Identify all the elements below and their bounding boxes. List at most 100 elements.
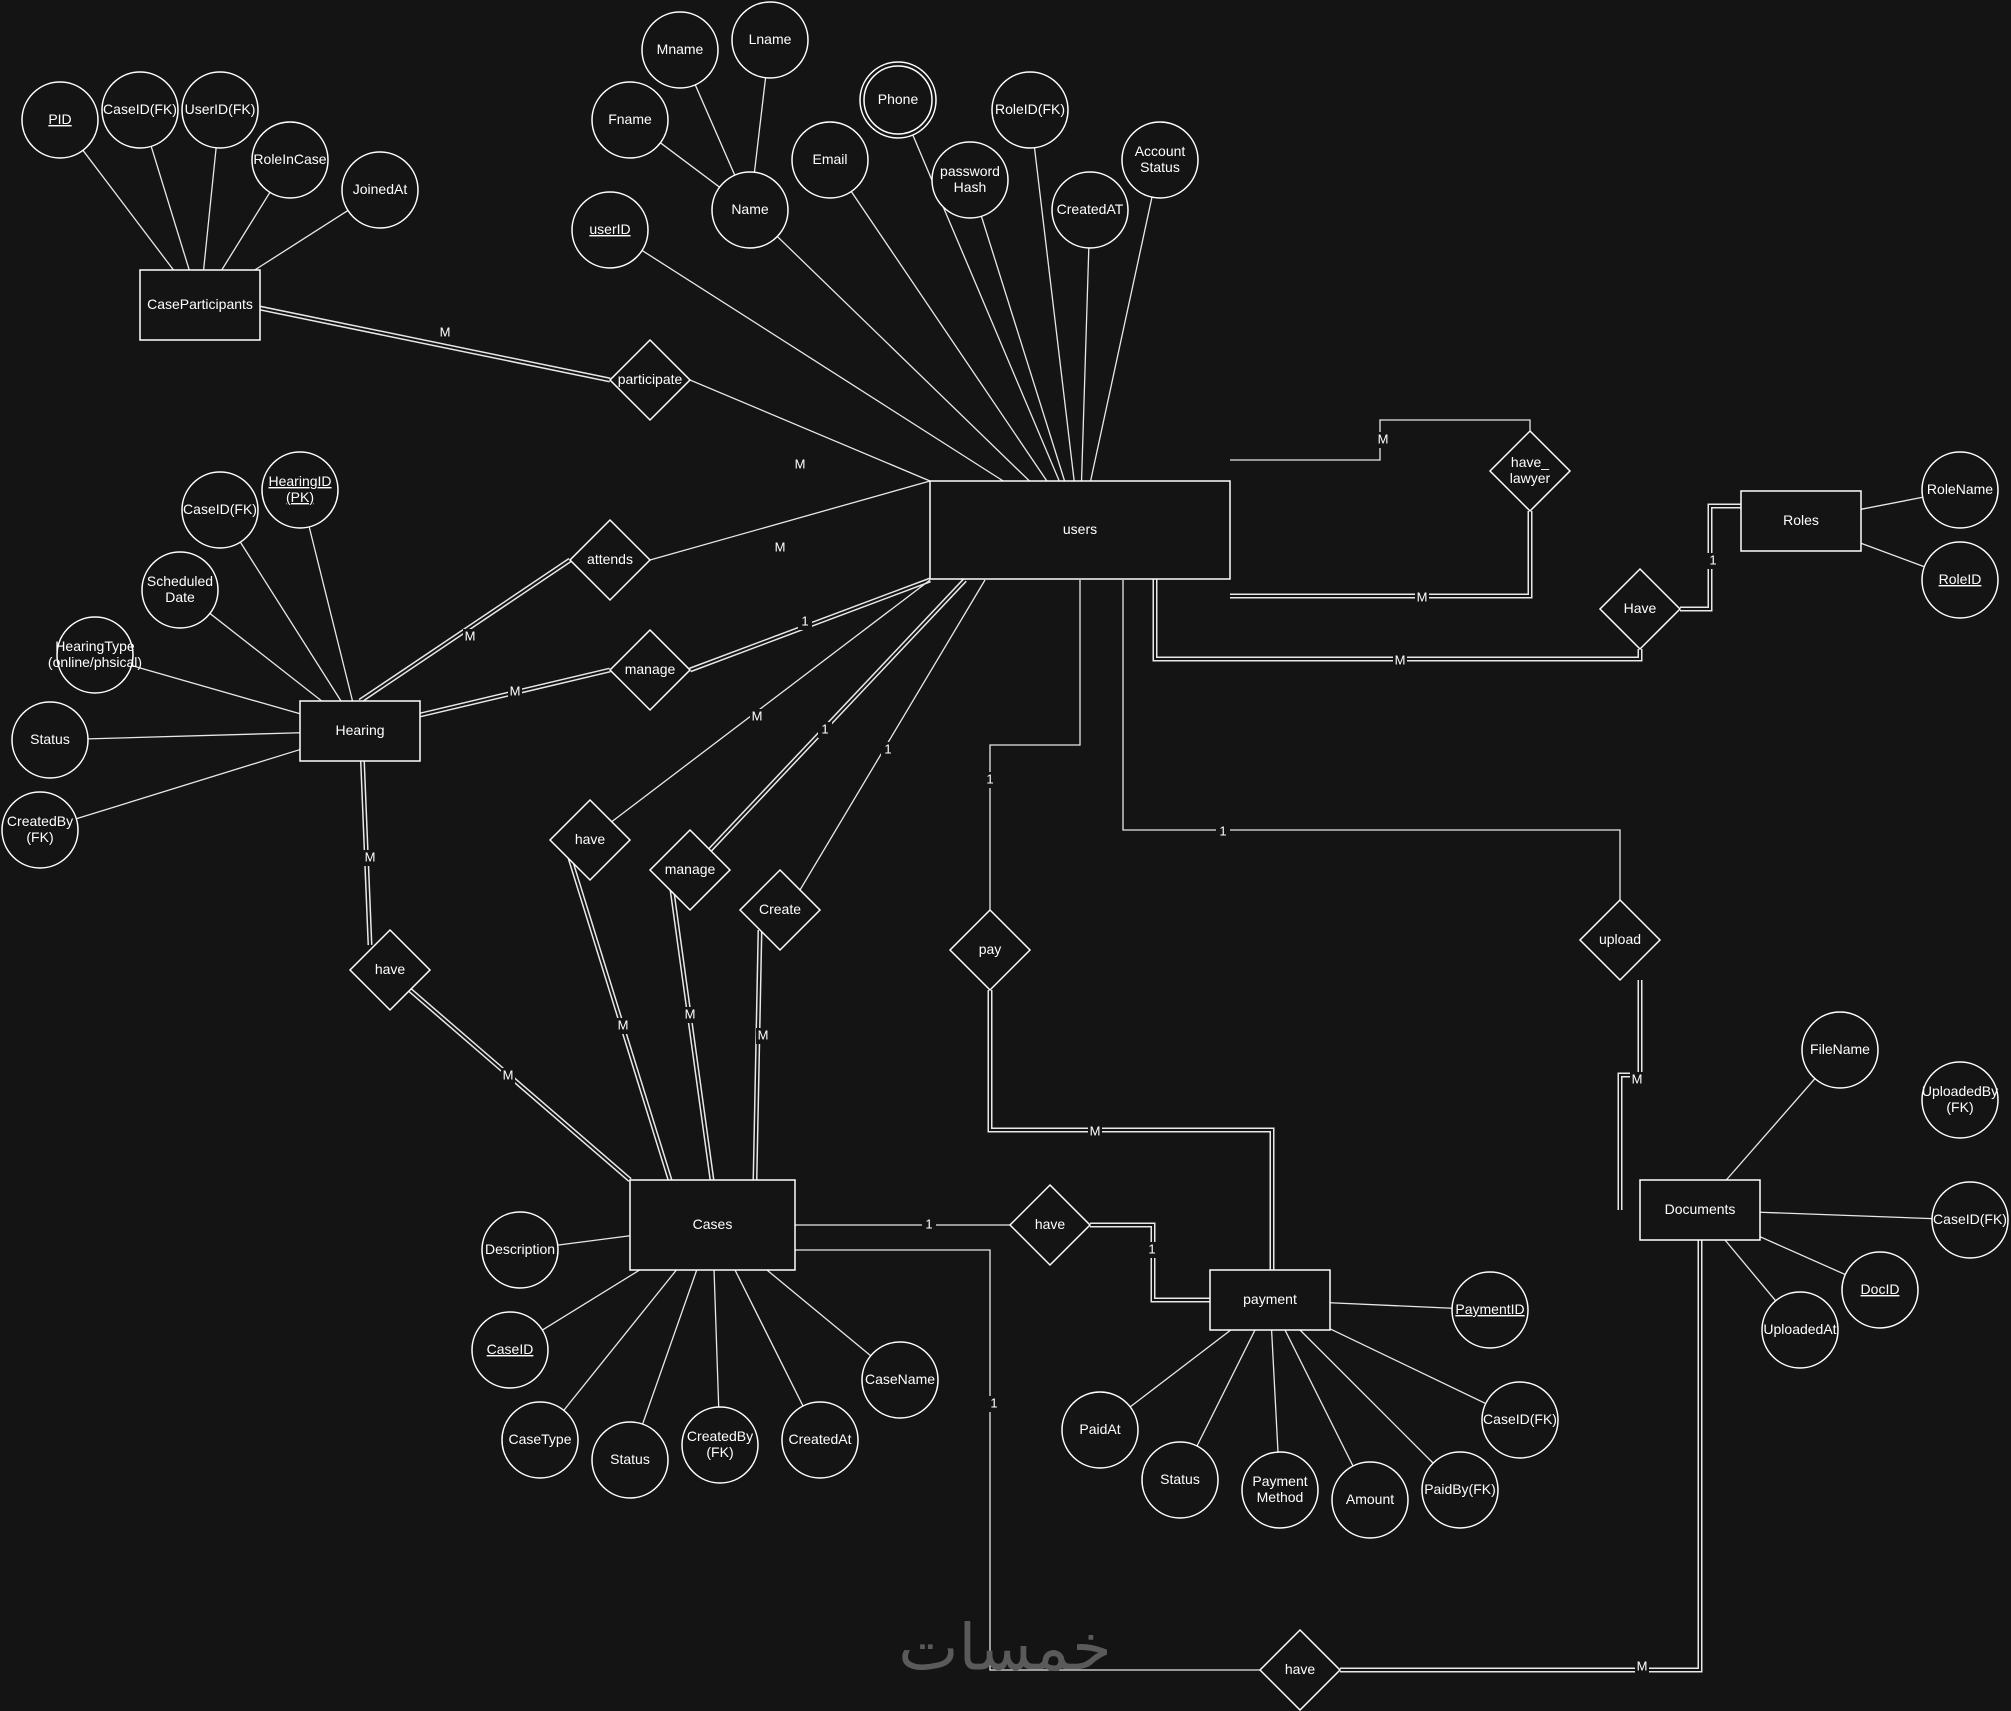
relationship-label: pay <box>979 941 1002 957</box>
attribute-label: userID <box>589 221 630 237</box>
relationship-connector <box>799 579 986 891</box>
relationship-label: manage <box>625 661 676 677</box>
relationship-label: participate <box>618 371 683 387</box>
attribute-d_caseid[interactable]: CaseID(FK) <box>1931 1181 2009 1259</box>
entity-label: Cases <box>693 1216 733 1232</box>
relationship-participate[interactable]: participate <box>608 338 692 422</box>
attribute-label: Status <box>30 731 70 747</box>
relationship-create[interactable]: Create <box>738 868 822 952</box>
attribute-c_status[interactable]: Status <box>591 1421 669 1499</box>
attribute-cp_caseid[interactable]: CaseID(FK) <box>101 71 179 149</box>
entity-users[interactable]: users <box>929 480 1231 580</box>
entity-hearing[interactable]: Hearing <box>299 700 421 762</box>
relationship-manage_cases[interactable]: manage <box>648 828 732 912</box>
attribute-paidat[interactable]: PaidAt <box>1061 1391 1139 1469</box>
attribute-u_createdat[interactable]: CreatedAT <box>1051 171 1129 249</box>
attribute-fname[interactable]: Fname <box>591 81 669 159</box>
attribute-casetype[interactable]: CaseType <box>501 1401 579 1479</box>
cardinality-label: M <box>1378 431 1389 446</box>
attribute-connector <box>541 1269 640 1331</box>
attribute-connector <box>1329 1328 1487 1405</box>
relationship-pay[interactable]: pay <box>948 908 1032 992</box>
attribute-pid[interactable]: PID <box>21 81 99 159</box>
attribute-connector <box>1129 1329 1232 1408</box>
relationship-have_cases_user[interactable]: have <box>548 798 632 882</box>
attribute-name[interactable]: Name <box>711 171 789 249</box>
relationship-manage_hearing[interactable]: manage <box>608 628 692 712</box>
cardinality-label: 1 <box>1709 552 1716 567</box>
attribute-connector <box>734 1269 804 1407</box>
attribute-filename[interactable]: FileName <box>1801 1011 1879 1089</box>
attribute-connector <box>1329 1302 1453 1309</box>
cardinality-label: 1 <box>801 613 808 628</box>
attribute-c_createdat[interactable]: CreatedAt <box>781 1401 859 1479</box>
attribute-connector <box>1196 1329 1256 1447</box>
total-participation-connector <box>1152 579 1643 662</box>
attribute-roleincase[interactable]: RoleInCase <box>251 121 329 199</box>
relationship-have_cases_docs[interactable]: have <box>1258 1628 1342 1711</box>
attribute-label: CreatedBy(FK) <box>7 813 73 845</box>
entity-caseparticipants[interactable]: CaseParticipants <box>139 269 261 341</box>
attribute-hearingtype[interactable]: HearingType(online/phsical) <box>48 616 142 694</box>
attribute-u_roleid[interactable]: RoleID(FK) <box>991 71 1069 149</box>
attribute-phone[interactable]: Phone <box>859 61 937 139</box>
attribute-roleid[interactable]: RoleID <box>1921 541 1999 619</box>
attribute-description[interactable]: Description <box>481 1211 559 1289</box>
attribute-connector <box>1284 1329 1354 1467</box>
attribute-caseid[interactable]: CaseID <box>471 1311 549 1389</box>
relationship-have_hearing_cases[interactable]: have <box>348 928 432 1012</box>
cardinality-label: 1 <box>990 1395 997 1410</box>
attribute-connector <box>1299 1329 1434 1464</box>
attribute-connector <box>850 191 1048 482</box>
relationship-label: have <box>375 961 406 977</box>
relationship-label: manage <box>665 861 716 877</box>
attribute-email[interactable]: Email <box>791 121 869 199</box>
attribute-connector <box>308 526 354 702</box>
attribute-label: CaseID(FK) <box>1483 1411 1557 1427</box>
attribute-mname[interactable]: Mname <box>641 11 719 89</box>
entity-cases[interactable]: Cases <box>629 1179 796 1271</box>
attribute-lname[interactable]: Lname <box>731 1 809 79</box>
attribute-uploadedat[interactable]: UploadedAt <box>1761 1291 1839 1369</box>
entity-payment[interactable]: payment <box>1209 1269 1331 1331</box>
attribute-connector <box>221 191 271 271</box>
attribute-h_status[interactable]: Status <box>11 701 89 779</box>
attribute-connector <box>1270 1329 1279 1453</box>
relationship-connector <box>1230 419 1531 461</box>
attribute-joinedat[interactable]: JoinedAt <box>341 151 419 229</box>
attribute-h_createdby[interactable]: CreatedBy(FK) <box>1 791 79 869</box>
attribute-p_status[interactable]: Status <box>1141 1441 1219 1519</box>
attribute-uploadedby[interactable]: UploadedBy(FK) <box>1921 1061 1999 1139</box>
attribute-connector <box>1033 147 1075 482</box>
relationship-upload[interactable]: upload <box>1578 898 1662 982</box>
attribute-connector <box>131 664 301 715</box>
relationship-have_lawyer[interactable]: have_lawyer <box>1488 429 1572 513</box>
attribute-userid[interactable]: userID <box>571 191 649 269</box>
attribute-p_caseid[interactable]: CaseID(FK) <box>1481 1381 1559 1459</box>
relationship-have_cases_payment[interactable]: have <box>1008 1183 1092 1267</box>
relationship-attends[interactable]: attends <box>568 518 652 602</box>
attribute-hearingid[interactable]: HearingID(PK) <box>261 451 339 529</box>
attribute-casename[interactable]: CaseName <box>861 1341 939 1419</box>
attribute-c_createdby[interactable]: CreatedBy(FK) <box>681 1406 759 1484</box>
attribute-label: Lname <box>749 31 792 47</box>
entity-roles[interactable]: Roles <box>1740 490 1862 552</box>
attribute-cp_userid[interactable]: UserID(FK) <box>181 71 259 149</box>
attribute-amount[interactable]: Amount <box>1331 1461 1409 1539</box>
attribute-rolename[interactable]: RoleName <box>1921 451 1999 529</box>
attribute-paidby[interactable]: PaidBy(FK) <box>1421 1451 1499 1529</box>
attribute-label: CaseID <box>487 1341 534 1357</box>
cardinality-label: 1 <box>925 1216 932 1231</box>
attribute-connector <box>239 541 342 702</box>
entity-documents[interactable]: Documents <box>1639 1179 1761 1241</box>
attribute-paymentid[interactable]: PaymentID <box>1451 1271 1529 1349</box>
relationship-have_roles[interactable]: Have <box>1598 567 1682 651</box>
attribute-h_caseid[interactable]: CaseID(FK) <box>181 471 259 549</box>
attribute-docid[interactable]: DocID <box>1841 1251 1919 1329</box>
entity-label: users <box>1063 521 1097 537</box>
